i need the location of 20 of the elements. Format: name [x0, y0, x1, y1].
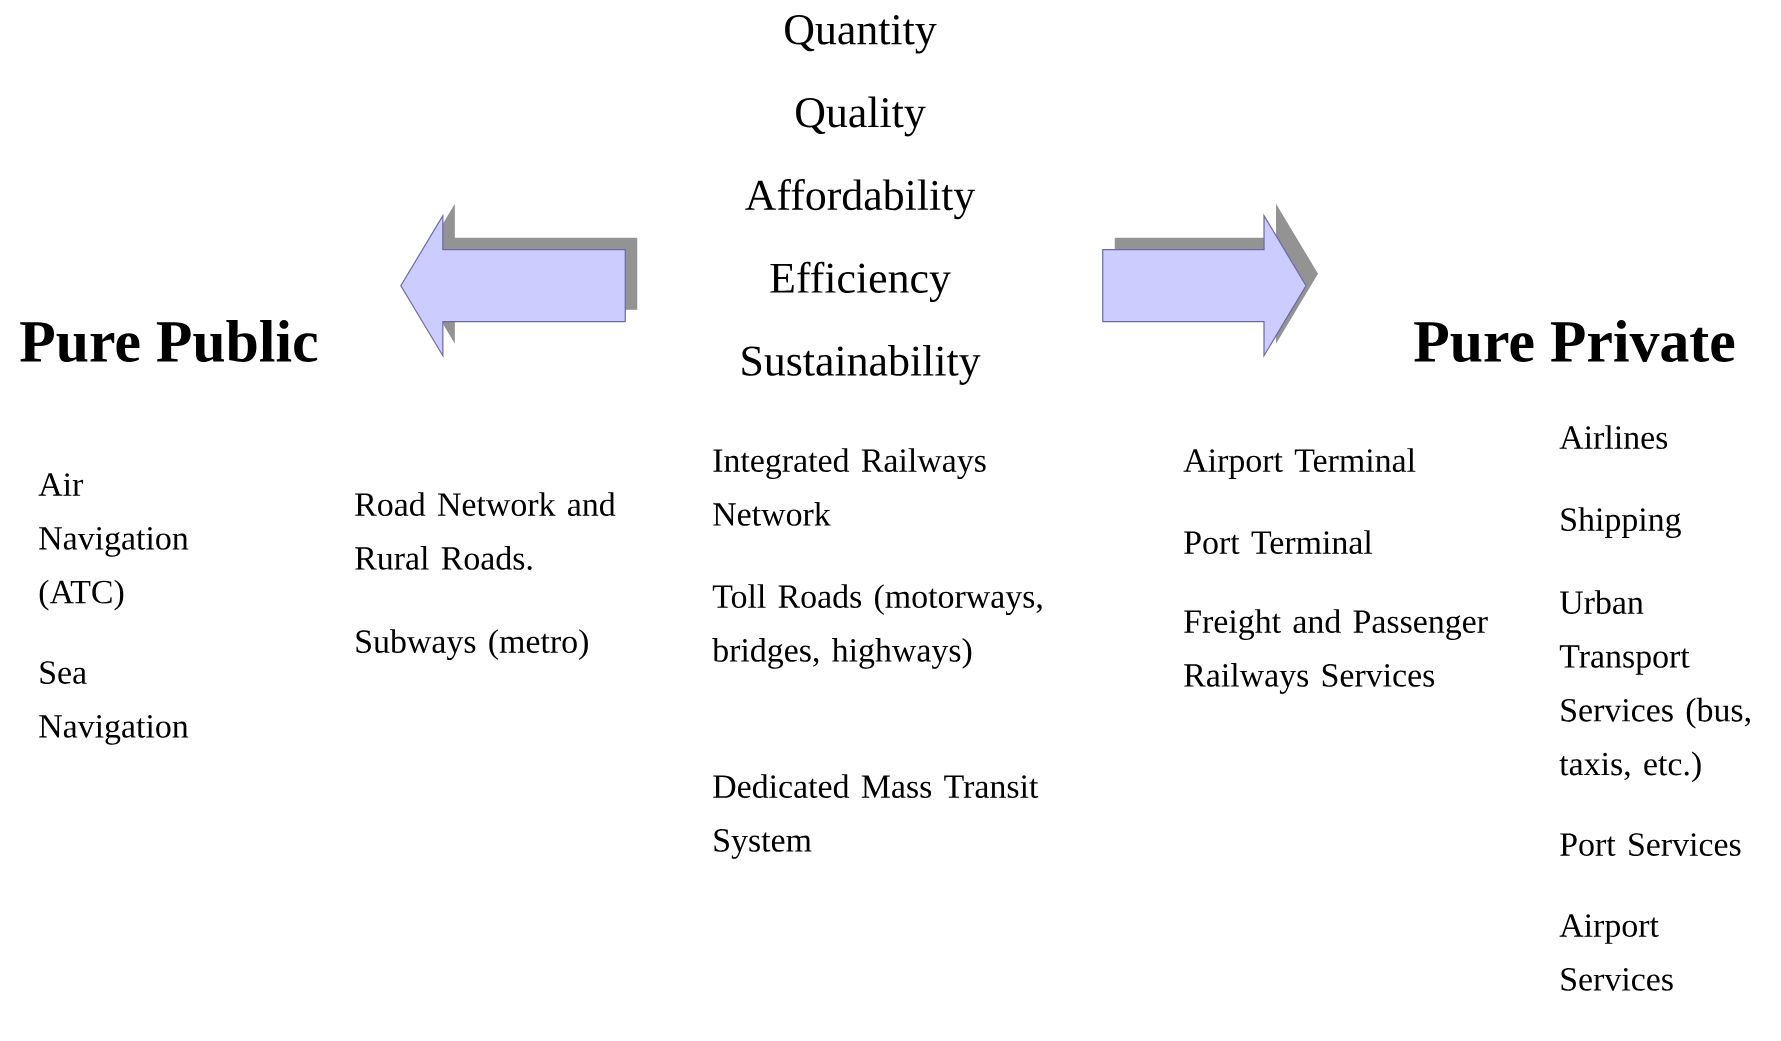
- item-text: Road Network and Rural Roads.: [355, 492, 616, 570]
- item-text: Freight and Passenger Railways Services: [1184, 609, 1488, 694]
- block-arrow: [400, 203, 638, 358]
- heading-text: Pure Public: [20, 319, 318, 363]
- item-text: Urban Transport Services (bus, taxis, etc.): [1559, 590, 1750, 783]
- item-text: Sea Navigation: [39, 661, 189, 745]
- item-text: Subways (metro): [356, 629, 588, 660]
- block-arrow: [1102, 203, 1318, 358]
- heading-text: Pure Private: [1414, 319, 1735, 363]
- item-text: Shipping: [1561, 507, 1681, 538]
- item-text: Airport Terminal: [1183, 448, 1416, 479]
- item-text: Integrated Railways Network: [713, 448, 986, 526]
- item-text: Port Services: [1560, 833, 1741, 856]
- item-text: Air Navigation (ATC): [38, 473, 189, 611]
- item-text: Port Terminal: [1184, 530, 1373, 555]
- criteria-list: Quantity Quality Affordability Efficiency Sustainability: [742, 15, 981, 385]
- item-text: Toll Roads (motorways, bridges, highways): [712, 584, 1042, 669]
- item-text: Airport Services: [1559, 914, 1673, 991]
- item-text: Airlines: [1559, 425, 1668, 450]
- item-text: Dedicated Mass Transit System: [713, 774, 1039, 859]
